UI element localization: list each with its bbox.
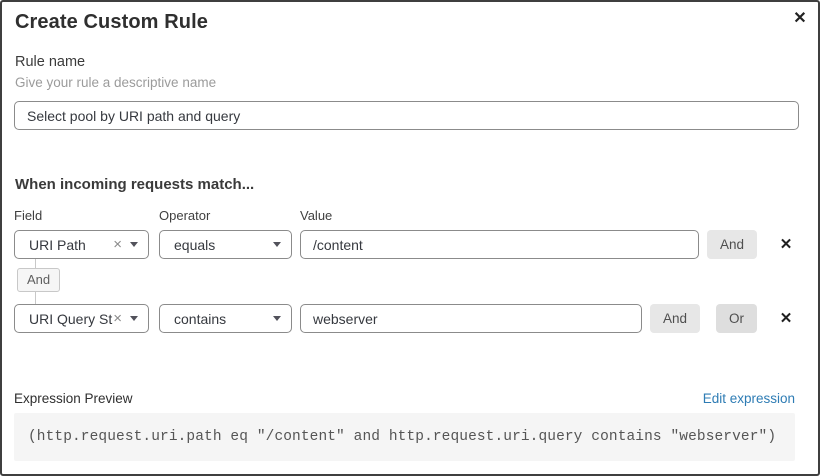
- condition-row: URI Query St... × contains And Or ✕: [14, 304, 795, 333]
- operator-column-label: Operator: [159, 208, 211, 223]
- and-connector: And: [14, 259, 94, 304]
- chevron-down-icon: [130, 316, 138, 321]
- remove-condition-icon[interactable]: ✕: [777, 235, 795, 255]
- operator-select[interactable]: contains: [159, 304, 292, 333]
- add-and-condition-button[interactable]: And: [706, 230, 757, 259]
- matcher-heading: When incoming requests match...: [15, 176, 255, 193]
- connector-line: [35, 292, 36, 304]
- operator-select-value: equals: [174, 236, 216, 253]
- rule-name-label: Rule name: [15, 54, 86, 70]
- add-or-condition-button[interactable]: Or: [716, 304, 757, 333]
- expression-preview-label: Expression Preview: [14, 391, 133, 406]
- field-select[interactable]: URI Query St... ×: [14, 304, 149, 333]
- rule-name-helper: Give your rule a descriptive name: [15, 75, 217, 90]
- close-icon[interactable]: ✕: [788, 7, 812, 31]
- condition-row: URI Path × equals And ✕: [14, 230, 795, 259]
- remove-condition-icon[interactable]: ✕: [777, 309, 795, 329]
- and-connector-badge: And: [17, 268, 61, 292]
- expression-code-block: (http.request.uri.path eq "/content" and…: [14, 413, 795, 461]
- chevron-down-icon: [273, 316, 281, 321]
- field-select-value: URI Query St...: [29, 310, 113, 327]
- dialog-title: Create Custom Rule: [15, 11, 208, 33]
- clear-selection-icon[interactable]: ×: [113, 236, 122, 253]
- expression-preview-header: Expression Preview Edit expression: [14, 391, 795, 406]
- expression-code: (http.request.uri.path eq "/content" and…: [28, 429, 777, 445]
- rule-name-input[interactable]: [14, 101, 799, 130]
- field-select-value: URI Path: [29, 236, 86, 253]
- connector-line: [35, 259, 36, 268]
- value-input[interactable]: [300, 230, 699, 259]
- column-labels: Field Operator Value: [14, 208, 332, 223]
- operator-select-value: contains: [174, 310, 227, 327]
- chevron-down-icon: [130, 242, 138, 247]
- operator-select[interactable]: equals: [159, 230, 292, 259]
- clear-selection-icon[interactable]: ×: [113, 310, 122, 327]
- chevron-down-icon: [273, 242, 281, 247]
- edit-expression-link[interactable]: Edit expression: [702, 391, 795, 406]
- field-select[interactable]: URI Path ×: [14, 230, 149, 259]
- value-column-label: Value: [300, 208, 333, 223]
- value-input[interactable]: [300, 304, 642, 333]
- add-and-condition-button[interactable]: And: [649, 304, 700, 333]
- field-column-label: Field: [14, 208, 43, 223]
